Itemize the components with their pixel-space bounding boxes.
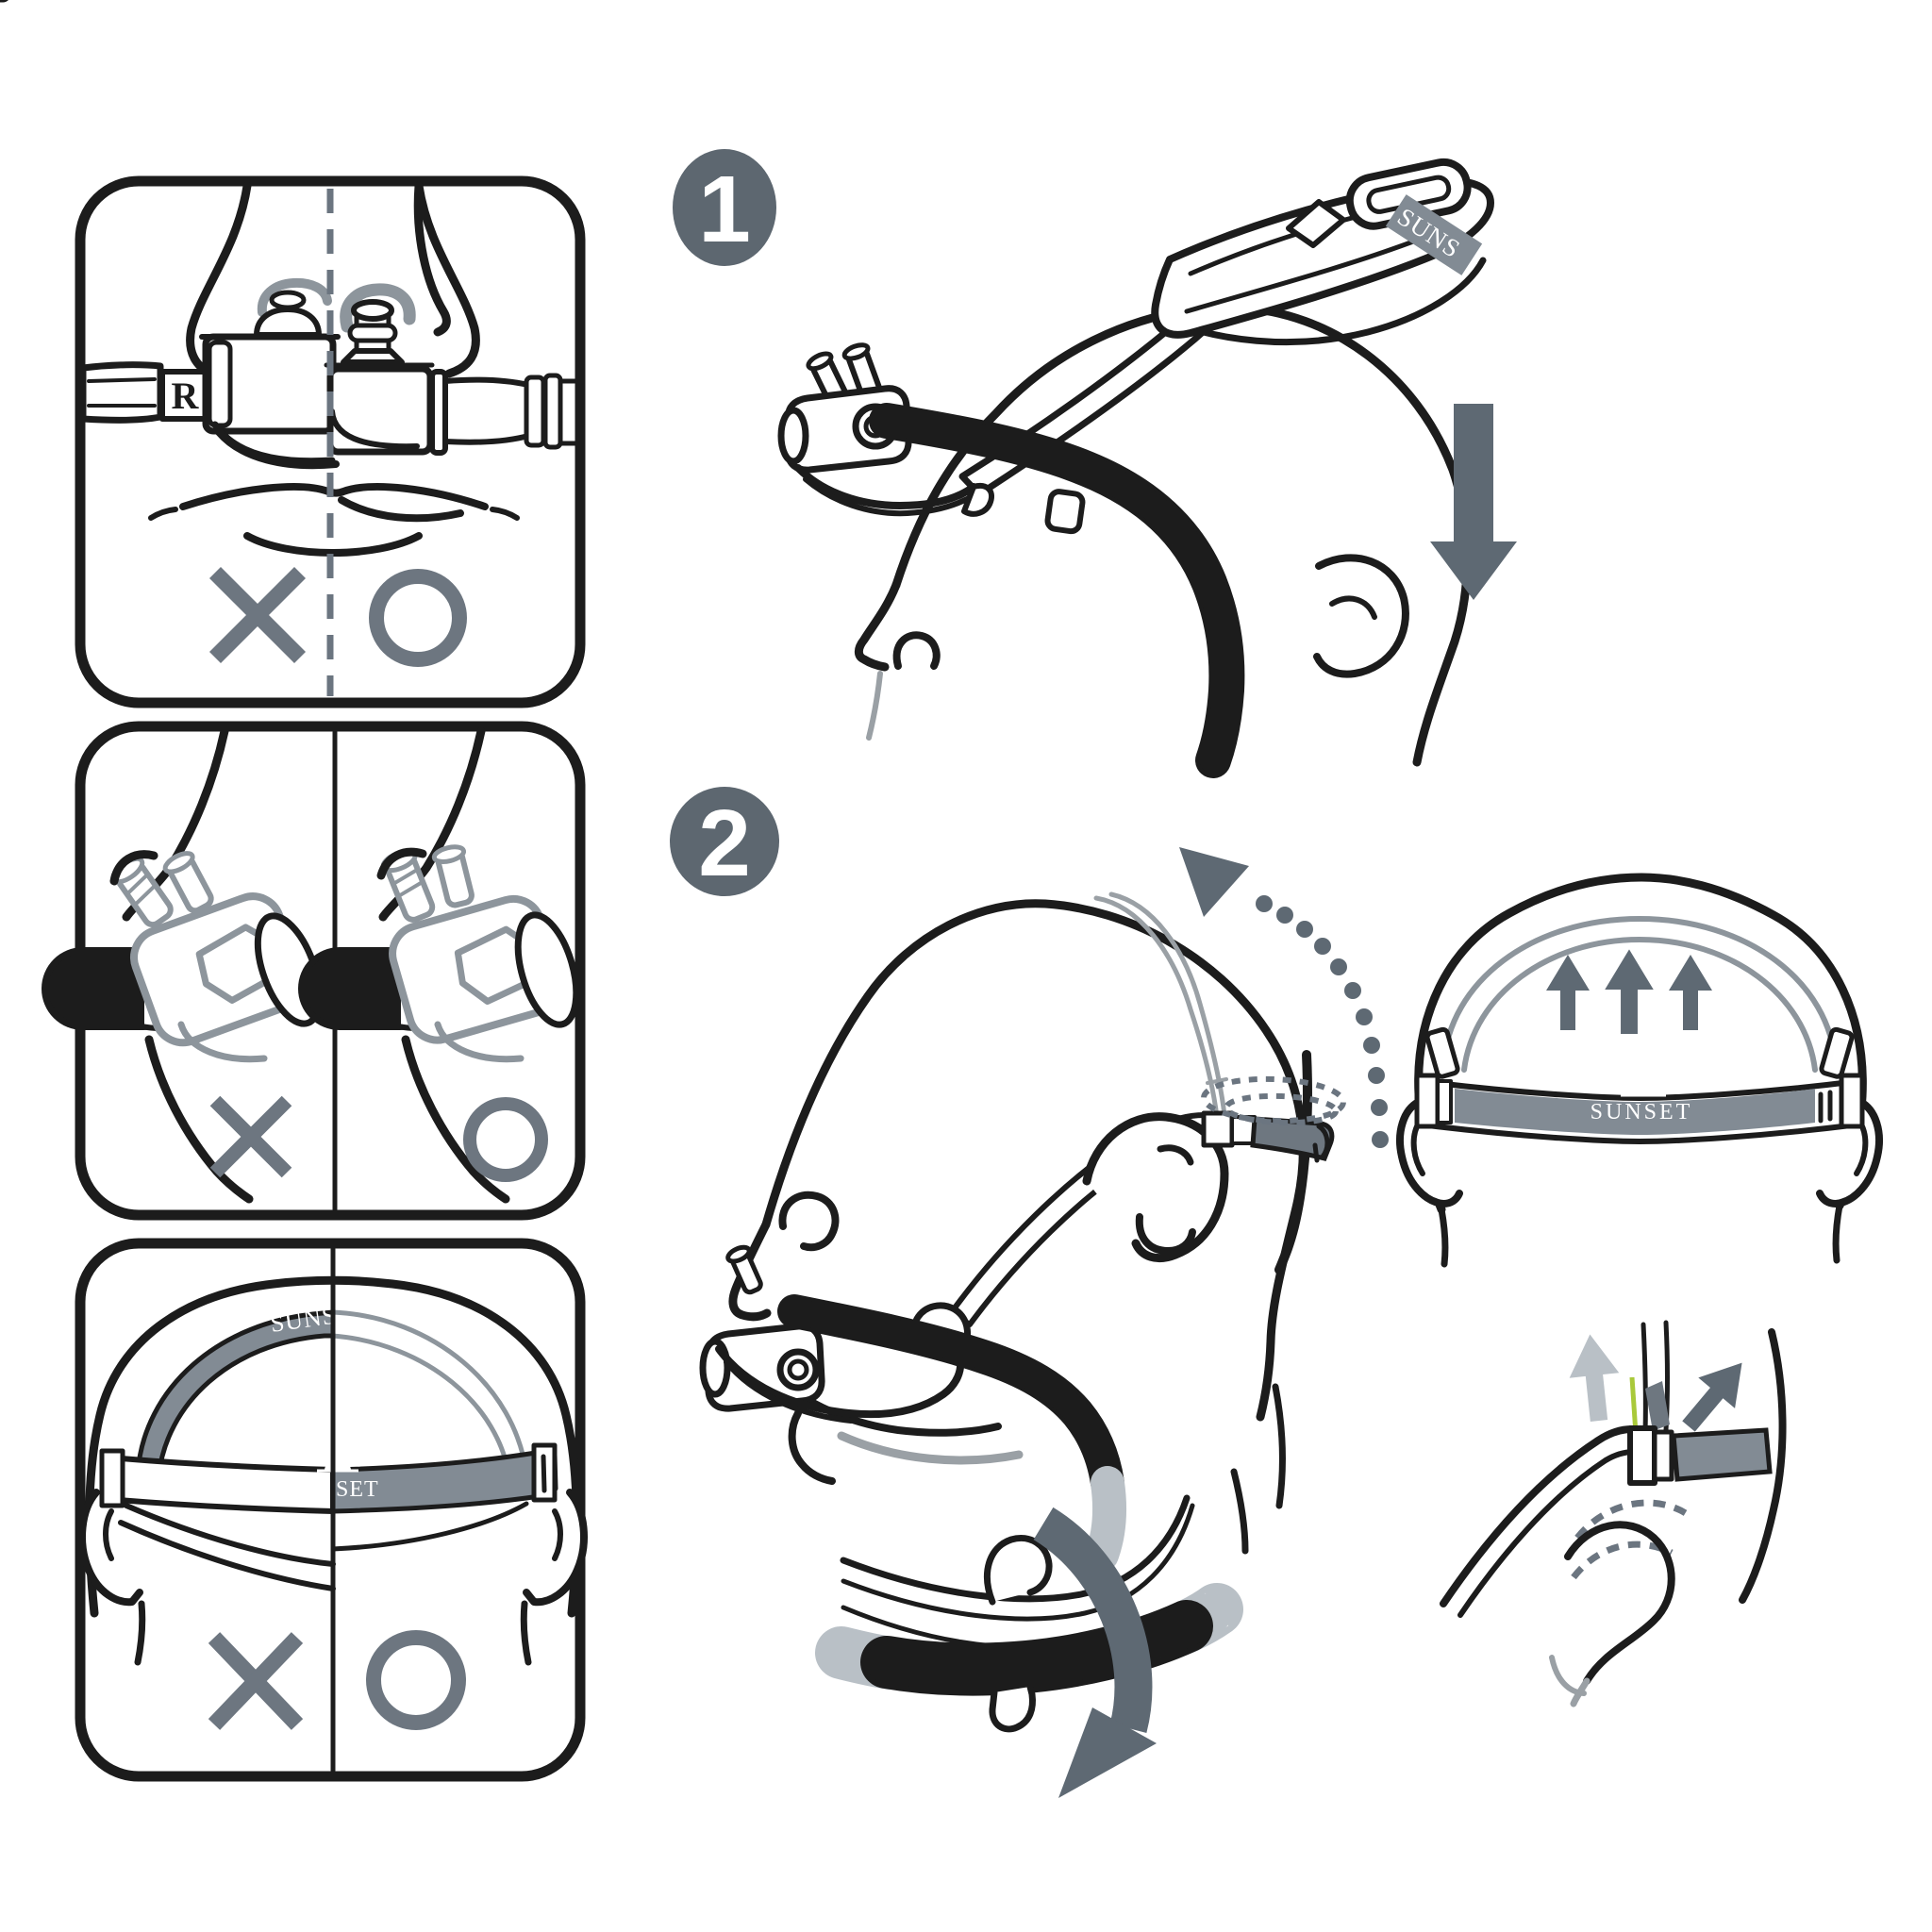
arch-strap-outer (1441, 916, 1839, 1069)
curved-arrow-icon (1033, 1507, 1157, 1798)
step-2: )"> (0, 0, 1312, 1555)
head-outline (1414, 873, 1867, 1210)
step-1-badge: 1 (673, 149, 776, 266)
connector-right-correct (324, 283, 581, 523)
step-1: SUNS 1 (673, 149, 1517, 762)
ear (1082, 1112, 1229, 1262)
back-strap-label: SET (336, 1477, 379, 1502)
dotted-arc-arrow-icon (1179, 847, 1389, 1148)
up-arrows-icon (1546, 949, 1712, 1034)
ear (1313, 554, 1409, 678)
circle-icon (463, 1097, 548, 1182)
cross-icon (208, 566, 307, 664)
step-2-ear-detail (1440, 1320, 1787, 1707)
strap-band (1671, 1427, 1773, 1482)
circle-icon (369, 569, 467, 667)
down-arrow-icon (1430, 404, 1517, 600)
tube-clip (1044, 489, 1086, 535)
step-number: 1 (698, 157, 751, 262)
side-right-correct (340, 726, 580, 1204)
headgear-held-above: SUNS (958, 158, 1494, 498)
cross-icon (208, 1632, 304, 1730)
mask-tube (887, 421, 1226, 760)
connector-left-incorrect: R (79, 277, 341, 470)
mask-assembly (777, 342, 994, 517)
back-strap: SUNSET (1414, 1073, 1865, 1144)
right-marker-tag (159, 369, 210, 422)
head-edge (1739, 1328, 1787, 1604)
tube-clip-detail (841, 1494, 1217, 1798)
lips-illustration (148, 483, 520, 557)
left-ear (78, 1489, 143, 1607)
pillow-connector (110, 851, 324, 1063)
ear (1549, 1521, 1675, 1707)
arch-strap-inner (1461, 937, 1818, 1073)
circle-icon (366, 1630, 466, 1730)
strap-adjuster (1201, 1110, 1335, 1163)
dashed-strap-ghost (1201, 1075, 1346, 1126)
panel-pillow-angle-side (80, 721, 586, 1221)
head-profile (728, 899, 1307, 1555)
nose-front-illustration (186, 181, 480, 381)
up-arrow-icon (1670, 1347, 1760, 1442)
up-arrow-icon (1565, 1331, 1624, 1424)
panel-headgear-position-back: SUNS SET (75, 1238, 588, 1782)
sunset-logo-icon (1630, 1085, 1657, 1094)
side-left-incorrect (83, 726, 324, 1204)
strap-hook (983, 1535, 1053, 1606)
step-2-back-view: SUNSET (1396, 873, 1883, 1268)
cross-icon (209, 1095, 292, 1178)
strap-tip (1645, 1381, 1670, 1431)
strap-buckle (1627, 1425, 1657, 1486)
right-marker-label: R (172, 375, 200, 417)
mask-assembly: )"> (0, 0, 763, 1295)
green-guide-line (1629, 1376, 1639, 1435)
back-strap-label: SUNSET (1591, 1100, 1693, 1124)
step-number: 2 (698, 791, 751, 896)
panel-mask-orientation-front: R (75, 175, 586, 708)
arch-strap-correct (330, 1309, 529, 1482)
step-2-badge: 2 (670, 787, 779, 896)
back-strap-left-incorrect (99, 1448, 336, 1591)
tube-clip-tab (989, 1683, 1036, 1733)
right-ear (523, 1489, 588, 1607)
